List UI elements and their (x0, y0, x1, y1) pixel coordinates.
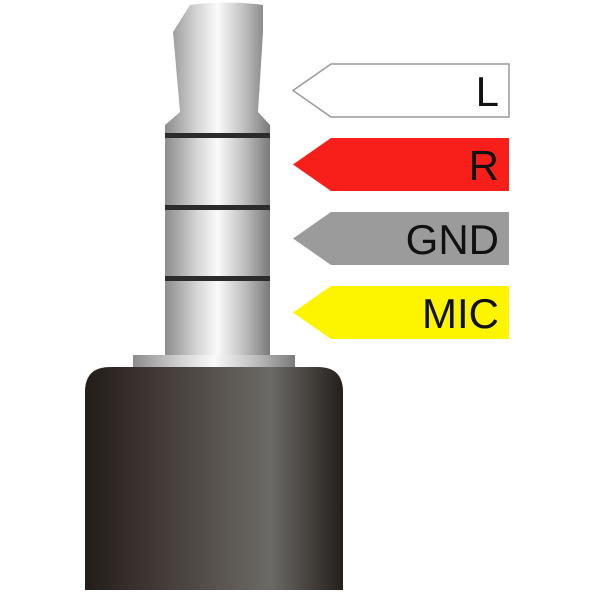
label-text: MIC (422, 290, 499, 337)
label-mic: MIC (293, 286, 509, 339)
plug (85, 2, 343, 590)
insulator-ring-3 (165, 276, 270, 281)
label-arrow-shape (291, 63, 510, 118)
label-arrow-shape (293, 286, 509, 339)
plug-tip (165, 2, 270, 125)
insulator-ring-2 (165, 205, 270, 210)
plug-body (85, 367, 343, 590)
label-l: L (291, 63, 510, 118)
insulator-ring-1 (165, 133, 270, 138)
plug-collar (133, 355, 295, 368)
label-text: R (469, 142, 499, 189)
contact-labels: LR GND MIC (291, 63, 510, 339)
label-arrow-shape (293, 212, 509, 265)
label-arrow-shape (293, 138, 509, 191)
label-gnd: GND (293, 212, 509, 265)
label-r: R (293, 138, 509, 191)
label-text: L (476, 68, 499, 115)
label-text: GND (406, 216, 499, 263)
plug-shaft (165, 125, 270, 357)
